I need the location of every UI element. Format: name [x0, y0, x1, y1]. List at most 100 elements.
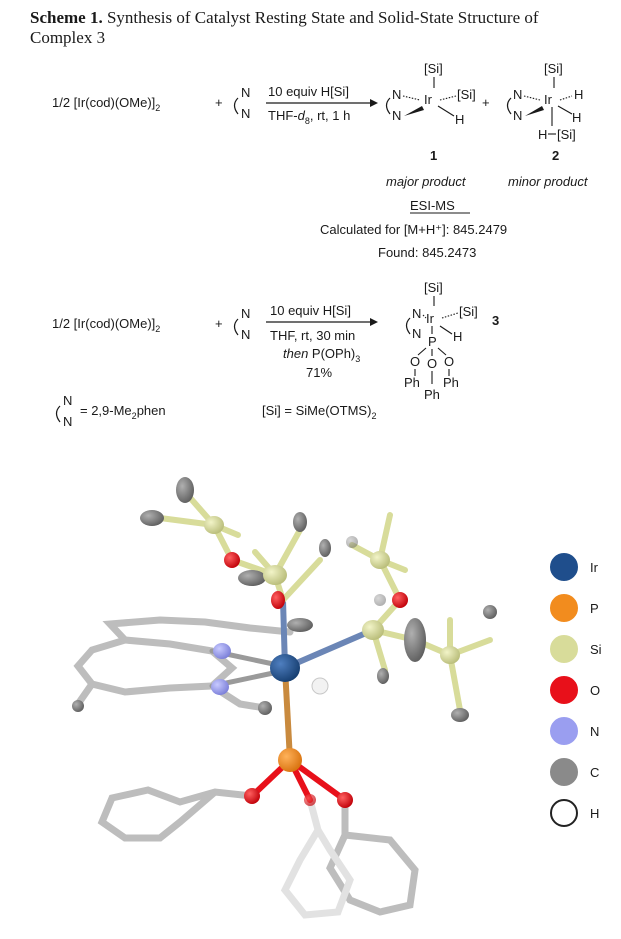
legend-label: P: [590, 600, 599, 616]
legend-item-ir: Ir: [550, 552, 598, 582]
atom-oxygen: [337, 792, 353, 808]
esi-title: ESI-MS: [410, 198, 455, 213]
product-3-structure: [Si] N N Ir [Si] H P O O O Ph Ph Ph: [404, 280, 478, 402]
ligand-bracket: [233, 97, 239, 115]
reaction-1: 1/2 [Ir(cod)(OMe)]2 + N N 10 equiv H[Si]…: [52, 61, 589, 189]
svg-text:H: H: [453, 329, 462, 344]
legend-item-si: Si: [550, 634, 602, 664]
legend-swatch: [550, 676, 578, 704]
svg-text:Ph: Ph: [404, 375, 420, 390]
product-3-number: 3: [492, 313, 499, 328]
reaction-scheme: 1/2 [Ir(cod)(OMe)]2 + N N 10 equiv H[Si]…: [52, 61, 589, 429]
svg-text:N: N: [392, 108, 401, 123]
svg-text:O: O: [444, 354, 454, 369]
reaction2-reagent: 1/2 [Ir(cod)(OMe)]2: [52, 316, 160, 334]
atom-carbon: [176, 477, 194, 503]
esi-ms-block: ESI-MS Calculated for [M+H⁺]: 845.2479 F…: [320, 198, 507, 260]
product-1-label: major product: [386, 174, 467, 189]
atom-silicon: [440, 646, 460, 664]
p1-h: H: [455, 112, 464, 127]
atom-silicon: [370, 551, 390, 569]
svg-text:N: N: [513, 87, 522, 102]
crystal-structure: [72, 477, 497, 919]
atom-carbon: [319, 539, 331, 557]
esi-calculated: Calculated for [M+H⁺]: 845.2479: [320, 222, 507, 237]
p3-p: P: [428, 334, 437, 349]
esi-found: Found: 845.2473: [378, 245, 476, 260]
legend-swatch: [550, 717, 578, 745]
svg-text:[Si]: [Si]: [459, 304, 478, 319]
atom-carbon: [258, 701, 272, 715]
reaction2-plus: +: [215, 316, 223, 331]
reaction1-plus: +: [215, 95, 223, 110]
product-2-number: 2: [552, 148, 559, 163]
atom-carbon: [293, 512, 307, 532]
atom-oxygen: [224, 552, 240, 568]
atom-oxygen: [271, 591, 285, 609]
atom-silicon: [204, 516, 224, 534]
legend-swatch: [550, 553, 578, 581]
product-1-number: 1: [430, 148, 437, 163]
ligand-n-bottom: N: [241, 106, 250, 121]
atom-carbon: [374, 594, 386, 606]
legend-swatch: [550, 594, 578, 622]
product-2-structure: [Si] N N Ir H H H [Si]: [506, 61, 583, 142]
atom-nitrogen: [213, 643, 231, 659]
legend-item-n: N: [550, 716, 599, 746]
svg-text:N: N: [63, 393, 72, 408]
p1-si-right: [Si]: [457, 87, 476, 102]
top-silyl-bonds: [157, 489, 323, 603]
phen-ligand: [73, 616, 294, 712]
atom-carbon: [377, 668, 389, 684]
atoms: [72, 477, 497, 808]
reaction1-arrow-bottom: THF-d8, rt, 1 h: [268, 108, 350, 126]
reaction-2: 1/2 [Ir(cod)(OMe)]2 + N N 10 equiv H[Si]…: [52, 280, 499, 402]
svg-text:N: N: [241, 327, 250, 342]
reaction1-reagent: 1/2 [Ir(cod)(OMe)]2: [52, 95, 160, 113]
atom-hydride: [311, 677, 329, 695]
svg-text:H: H: [572, 110, 581, 125]
ligand-n-top: N: [241, 85, 250, 100]
atom-carbon: [238, 570, 266, 586]
p1-si-top: [Si]: [424, 61, 443, 76]
reaction2-then: then P(OPh)3: [283, 346, 360, 364]
atom-silicon: [263, 565, 287, 585]
svg-text:N: N: [412, 306, 421, 321]
legend-label: Ir: [590, 559, 598, 575]
scheme-caption: Scheme 1. Synthesis of Catalyst Resting …: [30, 8, 600, 48]
svg-text:H: H: [538, 127, 547, 142]
scheme-label: Scheme 1.: [30, 8, 103, 27]
legend-item-h: H: [550, 798, 599, 828]
svg-text:[Si]: [Si]: [424, 280, 443, 295]
atom-phosphorus: [278, 748, 302, 772]
product-2-label: minor product: [508, 174, 589, 189]
legend-swatch: [550, 758, 578, 786]
svg-text:H: H: [574, 87, 583, 102]
atom-oxygen: [304, 794, 316, 806]
ligand-definition: = 2,9-Me2phen: [80, 403, 166, 421]
svg-text:Ph: Ph: [424, 387, 440, 402]
legend-label: Si: [590, 641, 602, 657]
atom-carbon: [404, 618, 426, 662]
legend-label: H: [590, 805, 600, 821]
legend-item-o: O: [550, 675, 600, 705]
legend-swatch: [550, 635, 578, 663]
reaction2-arrow-top: 10 equiv H[Si]: [270, 303, 351, 318]
definitions: N N = 2,9-Me2phen [Si] = SiMe(OTMS)2: [55, 393, 376, 429]
right-silyl-bonds: [349, 512, 493, 713]
atom-carbon: [287, 618, 313, 632]
atom-carbon: [346, 536, 358, 548]
product-1-structure: [Si] N N Ir [Si] H: [385, 61, 476, 127]
atom-carbon: [451, 708, 469, 722]
svg-text:O: O: [427, 356, 437, 371]
scheme-caption-text: Synthesis of Catalyst Resting State and …: [30, 8, 539, 47]
atom-carbon: [483, 605, 497, 619]
svg-text:N: N: [63, 414, 72, 429]
reaction2-yield: 71%: [306, 365, 332, 380]
reaction1-plus-2: +: [482, 95, 490, 110]
atom-oxygen: [244, 788, 260, 804]
svg-text:N: N: [513, 108, 522, 123]
atom-silicon: [362, 620, 384, 640]
atom-carbon: [140, 510, 164, 526]
legend-swatch: [550, 799, 578, 827]
